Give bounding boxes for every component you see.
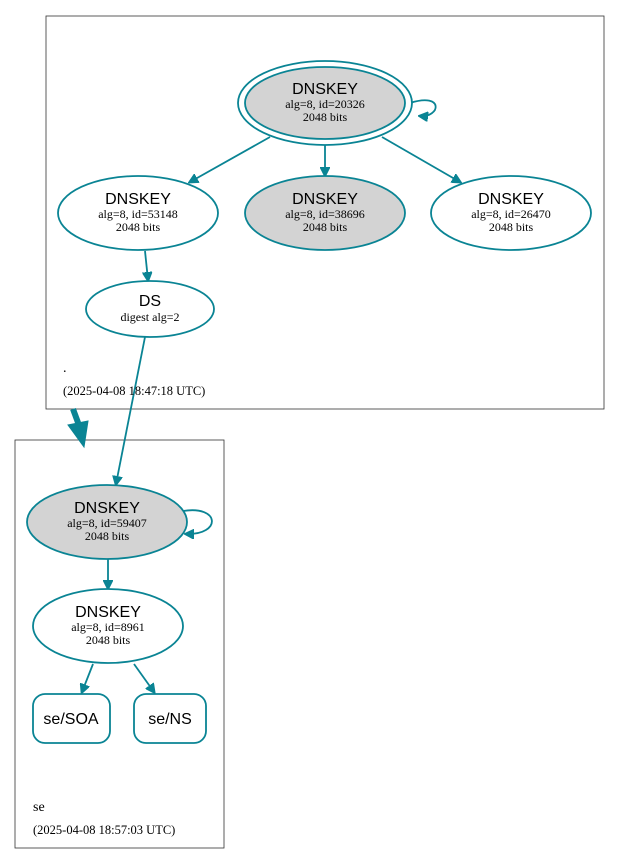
edge-zsk-to-soa xyxy=(82,663,94,692)
node-bits: 2048 bits xyxy=(85,529,130,543)
edge-ksk-to-zsk2 xyxy=(381,136,460,182)
node-bits: 2048 bits xyxy=(303,110,348,124)
delegation-arrowhead xyxy=(67,420,89,449)
node-title: DS xyxy=(139,293,161,310)
node-alg: alg=8, id=8961 xyxy=(71,620,145,634)
edge-zsk-to-ns xyxy=(133,663,154,692)
root-ksk-self-edge xyxy=(409,99,437,116)
node-title: DNSKEY xyxy=(292,81,358,98)
node-alg: alg=8, id=59407 xyxy=(67,516,147,530)
se-ns-node: se/NS xyxy=(133,693,207,744)
node-alg: alg=8, id=26470 xyxy=(471,207,551,221)
root-zone-name: . xyxy=(63,361,67,376)
node-title: DNSKEY xyxy=(105,191,171,208)
se-zsk-node: DNSKEY alg=8, id=8961 2048 bits xyxy=(32,588,184,664)
root-ksk-node: DNSKEY alg=8, id=20326 2048 bits xyxy=(237,60,413,146)
se-zone-timestamp: (2025-04-08 18:57:03 UTC) xyxy=(33,823,175,837)
se-ksk-node: DNSKEY alg=8, id=59407 2048 bits xyxy=(26,484,188,560)
ns-label: se/NS xyxy=(148,711,192,728)
root-ksk2-node: DNSKEY alg=8, id=38696 2048 bits xyxy=(244,175,406,251)
node-title: DNSKEY xyxy=(478,191,544,208)
root-zone-timestamp: (2025-04-08 18:47:18 UTC) xyxy=(63,384,205,398)
edge-ds-to-se-ksk xyxy=(116,336,146,484)
ds-node: DS digest alg=2 xyxy=(85,280,215,338)
node-title: DNSKEY xyxy=(74,500,140,517)
node-title: DNSKEY xyxy=(75,604,141,621)
se-soa-node: se/SOA xyxy=(32,693,111,744)
root-zsk2-node: DNSKEY alg=8, id=26470 2048 bits xyxy=(430,175,592,251)
se-ksk-self-edge xyxy=(182,509,213,534)
node-alg: alg=8, id=38696 xyxy=(285,207,365,221)
node-alg: alg=8, id=53148 xyxy=(98,207,178,221)
node-bits: 2048 bits xyxy=(489,220,534,234)
node-bits: 2048 bits xyxy=(303,220,348,234)
se-zone-name: se xyxy=(33,800,45,815)
node-digest: digest alg=2 xyxy=(120,310,179,324)
se-zone-box xyxy=(14,439,225,849)
soa-label: se/SOA xyxy=(43,711,98,728)
edge-zsk1-to-ds xyxy=(145,250,148,280)
node-title: DNSKEY xyxy=(292,191,358,208)
node-alg: alg=8, id=20326 xyxy=(285,97,365,111)
edge-ksk-to-zsk1 xyxy=(190,136,271,182)
root-zsk1-node: DNSKEY alg=8, id=53148 2048 bits xyxy=(57,175,219,251)
node-bits: 2048 bits xyxy=(86,633,131,647)
root-zone-box xyxy=(45,15,605,410)
node-bits: 2048 bits xyxy=(116,220,161,234)
